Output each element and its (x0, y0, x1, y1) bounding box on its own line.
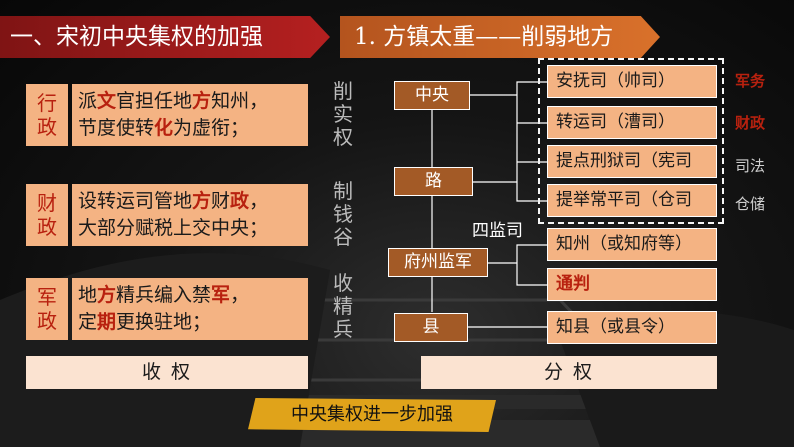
county-box: 县 (394, 313, 468, 342)
military-measure-row: 军 政 地方精兵编入禁军， 定期更换驻地； (26, 278, 308, 340)
admin-measure-text: 派文官担任地方知州， 节度使转化为虚衔； (72, 84, 308, 146)
vertical-text-weaken-power: 削实权 (333, 79, 353, 149)
circuit-box: 路 (394, 167, 473, 196)
subsection-title: 1. 方镇太重——削弱地方 (354, 24, 614, 50)
granary-office-box: 提举常平司（仓司 (547, 184, 717, 217)
finance-measure-row: 财 政 设转运司管地方财政， 大部分赋税上交中央； (26, 184, 308, 246)
prefect-box: 知州（或知府等） (547, 228, 717, 261)
conclusion-banner: 中央集权进一步加强 (248, 398, 496, 432)
role-military: 军务 (735, 72, 766, 90)
section-title: 一、宋初中央集权的加强 (10, 24, 263, 50)
vice-prefect-box: 通判 (547, 268, 717, 301)
central-gov-box: 中央 (394, 81, 470, 110)
military-measure-text: 地方精兵编入禁军， 定期更换驻地； (72, 278, 308, 340)
section-title-banner: 一、宋初中央集权的加强 (0, 16, 330, 58)
admin-measure-row: 行 政 派文官担任地方知州， 节度使转化为虚衔； (26, 84, 308, 146)
role-finance: 财政 (735, 114, 766, 132)
admin-tag: 行 政 (26, 84, 68, 146)
vertical-text-control-finance: 制钱谷 (333, 179, 353, 249)
divide-power-label: 分 权 (421, 356, 717, 389)
subsection-title-banner: 1. 方镇太重——削弱地方 (340, 16, 660, 58)
four-supervisors-dashed-frame (538, 58, 724, 224)
four-supervisors-label: 四监司 (472, 221, 523, 241)
centralize-power-label: 收 权 (26, 356, 308, 389)
role-granary: 仓储 (735, 195, 766, 213)
prefecture-box: 府州监军 (388, 248, 488, 277)
role-judicial: 司法 (735, 157, 766, 175)
pacification-office-box: 安抚司（帅司） (547, 65, 717, 98)
finance-measure-text: 设转运司管地方财政， 大部分赋税上交中央； (72, 184, 308, 246)
finance-tag: 财 政 (26, 184, 68, 246)
military-tag: 军 政 (26, 278, 68, 340)
transport-office-box: 转运司（漕司） (547, 106, 717, 139)
county-magistrate-box: 知县（或县令） (547, 311, 717, 344)
vertical-text-take-troops: 收精兵 (333, 271, 353, 341)
judicial-office-box: 提点刑狱司（宪司 (547, 145, 717, 178)
